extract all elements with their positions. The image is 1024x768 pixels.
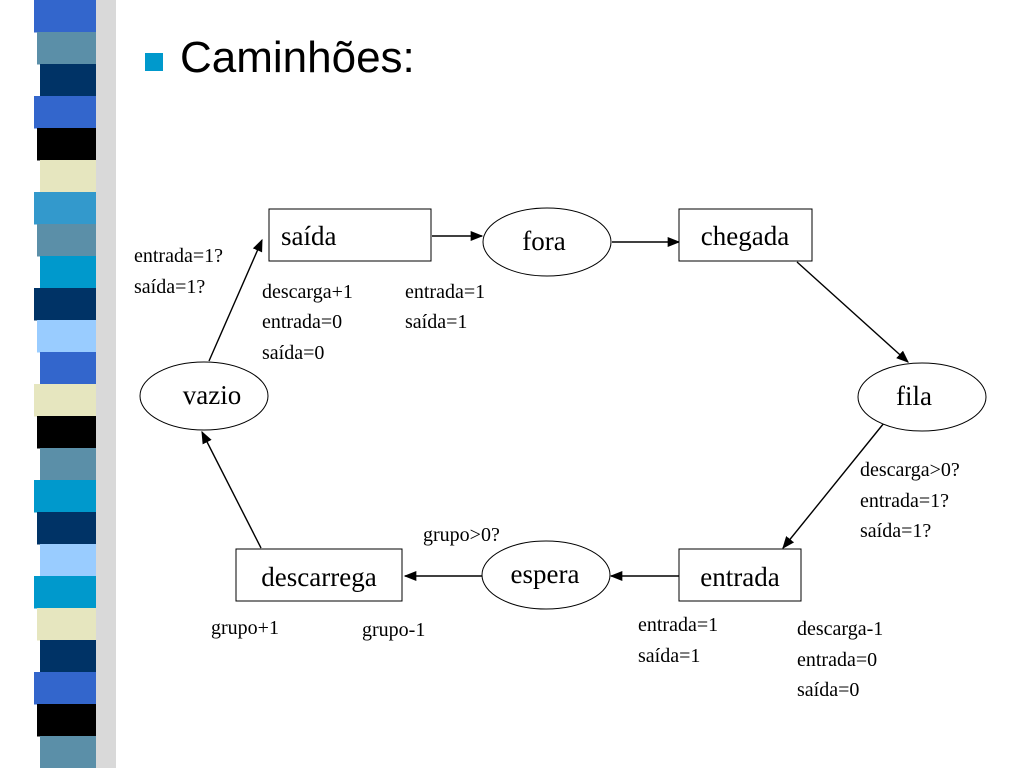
node-chegada: chegada [678, 208, 813, 262]
node-entrada: entrada [678, 548, 802, 602]
label-saida-actions: descarga+1 entrada=0 saída=0 [262, 281, 353, 364]
stripe-shadow [96, 0, 116, 768]
svg-text:entrada=0: entrada=0 [262, 311, 342, 333]
node-descarrega-label: descarrega [261, 562, 376, 592]
stripe-segment [37, 608, 96, 641]
svg-text:entrada=1?: entrada=1? [860, 490, 949, 512]
stripe-segment [34, 672, 96, 705]
svg-text:descarga-1: descarga-1 [797, 618, 883, 640]
node-chegada-label: chegada [701, 221, 789, 251]
stripe-segment [34, 288, 96, 321]
node-descarrega: descarrega [235, 548, 403, 602]
label-entrada-actions-2: descarga-1 entrada=0 saída=0 [797, 618, 883, 701]
node-vazio-label: vazio [183, 380, 241, 410]
stripe-segment [40, 640, 96, 673]
node-fora: fora [482, 207, 612, 277]
svg-text:saída=0: saída=0 [797, 679, 859, 701]
stripe-segment [40, 736, 96, 768]
stripe-segment [40, 160, 96, 193]
stripe-segment [34, 480, 96, 513]
stripe-segment [40, 448, 96, 481]
stripe-segment [34, 384, 96, 417]
stripe-segment [40, 352, 96, 385]
label-vazio-saida: entrada=1? saída=1? [134, 245, 223, 298]
node-espera-label: espera [511, 559, 580, 589]
label-fora-actions: entrada=1 saída=1 [405, 281, 485, 333]
stripe-segment [34, 96, 96, 129]
slide-title: Caminhões: [180, 33, 415, 82]
stripe-segment [34, 192, 96, 225]
stripe-segment [37, 512, 96, 545]
label-fila-entrada: descarga>0? entrada=1? saída=1? [860, 459, 960, 542]
stripe-segment [37, 128, 96, 161]
svg-text:grupo+1: grupo+1 [211, 617, 279, 639]
edge-descarrega-vazio [201, 430, 262, 549]
stripe-segment [34, 576, 96, 609]
node-fila: fila [857, 362, 987, 432]
label-descarrega-actions: grupo+1 [211, 617, 279, 639]
stripe-segment [40, 64, 96, 97]
stripe-segment [37, 32, 96, 65]
stripe-segment [34, 0, 96, 33]
svg-text:saída=0: saída=0 [262, 342, 324, 364]
stripe-segment [40, 544, 96, 577]
svg-text:saída=1: saída=1 [638, 645, 700, 667]
node-saida-label: saída [281, 221, 336, 251]
edge-chegada-fila [796, 261, 909, 363]
svg-text:saída=1: saída=1 [405, 311, 467, 333]
svg-text:entrada=1: entrada=1 [638, 614, 718, 636]
node-saida: saída [268, 208, 432, 262]
svg-text:grupo-1: grupo-1 [362, 619, 425, 641]
label-entrada-actions: entrada=1 saída=1 [638, 614, 718, 667]
svg-text:entrada=0: entrada=0 [797, 649, 877, 671]
stripe-segment [40, 256, 96, 289]
label-espera-guard: grupo>0? [423, 524, 500, 546]
svg-text:entrada=1?: entrada=1? [134, 245, 223, 267]
node-entrada-label: entrada [700, 562, 779, 592]
svg-text:grupo>0?: grupo>0? [423, 524, 500, 546]
stripe-segment [37, 224, 96, 257]
node-vazio: vazio [139, 361, 269, 431]
stripe-segment [37, 320, 96, 353]
node-espera: espera [481, 540, 611, 610]
stripe-segment [37, 416, 96, 449]
svg-text:entrada=1: entrada=1 [405, 281, 485, 303]
label-espera-actions: grupo-1 [362, 619, 425, 641]
node-fila-label: fila [896, 381, 932, 411]
edge-vazio-saida [208, 238, 263, 362]
svg-text:saída=1?: saída=1? [134, 276, 205, 298]
bullet-square-icon [145, 53, 163, 71]
node-fora-label: fora [522, 226, 565, 256]
svg-text:descarga+1: descarga+1 [262, 281, 353, 303]
svg-text:descarga>0?: descarga>0? [860, 459, 960, 481]
decorative-stripe-bar [34, 0, 116, 768]
edge-fila-entrada [782, 422, 885, 549]
stripe-segment [37, 704, 96, 737]
svg-text:saída=1?: saída=1? [860, 520, 931, 542]
